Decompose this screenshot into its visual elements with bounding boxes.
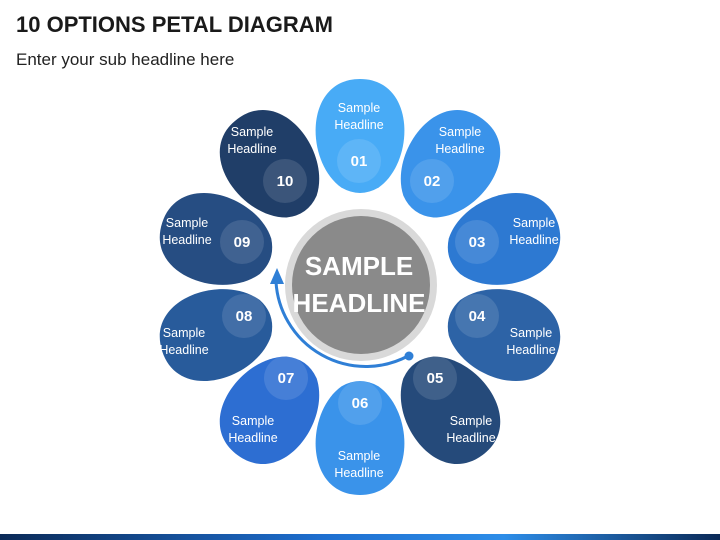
petal-label-line1: Sample xyxy=(232,414,274,428)
petal-label-line1: Sample xyxy=(163,326,205,340)
petal-shape xyxy=(159,193,273,285)
petal-label-line2: Headline xyxy=(506,343,555,357)
petal-label-line2: Headline xyxy=(446,431,495,445)
petal-label-line2: Headline xyxy=(435,142,484,156)
petal-number-highlight xyxy=(264,356,308,400)
page-subtitle: Enter your sub headline here xyxy=(16,50,235,69)
petal-number: 03 xyxy=(469,234,486,251)
petal-label-line1: Sample xyxy=(231,125,273,139)
center-headline-line2: HEADLINE xyxy=(293,288,426,318)
petal-shape xyxy=(219,356,320,464)
petal-number-highlight xyxy=(410,159,454,203)
arrow-head-icon xyxy=(270,268,284,284)
petal-number-highlight xyxy=(455,294,499,338)
petal-number-highlight xyxy=(337,139,381,183)
petal-label-line2: Headline xyxy=(334,118,383,132)
petal-label-line2: Headline xyxy=(334,466,383,480)
petal-label-line1: Sample xyxy=(338,101,380,115)
petal-number: 02 xyxy=(424,173,441,190)
petals-group: SampleHeadline01SampleHeadline02SampleHe… xyxy=(159,79,561,495)
petal-label-line1: Sample xyxy=(510,326,552,340)
arrow-start-dot xyxy=(404,351,414,361)
petal-number: 07 xyxy=(278,370,295,387)
petal-shape xyxy=(315,381,405,495)
petal-shape xyxy=(400,356,501,464)
petal-number-highlight xyxy=(220,220,264,264)
petal-number: 04 xyxy=(469,308,486,325)
petal-label-line1: Sample xyxy=(166,216,208,230)
petal-number: 06 xyxy=(352,395,369,412)
petal-number: 09 xyxy=(234,234,251,251)
petal-number-highlight xyxy=(263,159,307,203)
petal-shape xyxy=(447,289,561,381)
petal-shape xyxy=(219,110,320,218)
petal-number-highlight xyxy=(222,294,266,338)
petal-label-line1: Sample xyxy=(513,216,555,230)
bottom-accent-bar xyxy=(0,534,720,540)
petal-label-line1: Sample xyxy=(439,125,481,139)
petal-label-line1: Sample xyxy=(450,414,492,428)
petal-label-line2: Headline xyxy=(159,343,208,357)
petal-label-line1: Sample xyxy=(338,449,380,463)
petal-label-line2: Headline xyxy=(162,233,211,247)
center-headline-line1: SAMPLE xyxy=(305,251,413,281)
petal-number: 08 xyxy=(236,308,253,325)
center-circle xyxy=(292,216,430,354)
petal-shape xyxy=(447,193,561,285)
petal-number: 01 xyxy=(351,153,368,170)
petal-shape xyxy=(315,79,405,193)
petal-number: 10 xyxy=(277,173,294,190)
petal-number: 05 xyxy=(427,370,444,387)
page-title: 10 OPTIONS PETAL DIAGRAM xyxy=(16,12,334,37)
petal-label-line2: Headline xyxy=(227,142,276,156)
petal-shape xyxy=(159,289,273,381)
circular-arrow-icon xyxy=(274,281,409,368)
petal-label-line2: Headline xyxy=(228,431,277,445)
petal-label-line2: Headline xyxy=(509,233,558,247)
petal-number-highlight xyxy=(413,356,457,400)
petal-number-highlight xyxy=(455,220,499,264)
petal-shape xyxy=(400,110,501,218)
petal-number-highlight xyxy=(338,381,382,425)
